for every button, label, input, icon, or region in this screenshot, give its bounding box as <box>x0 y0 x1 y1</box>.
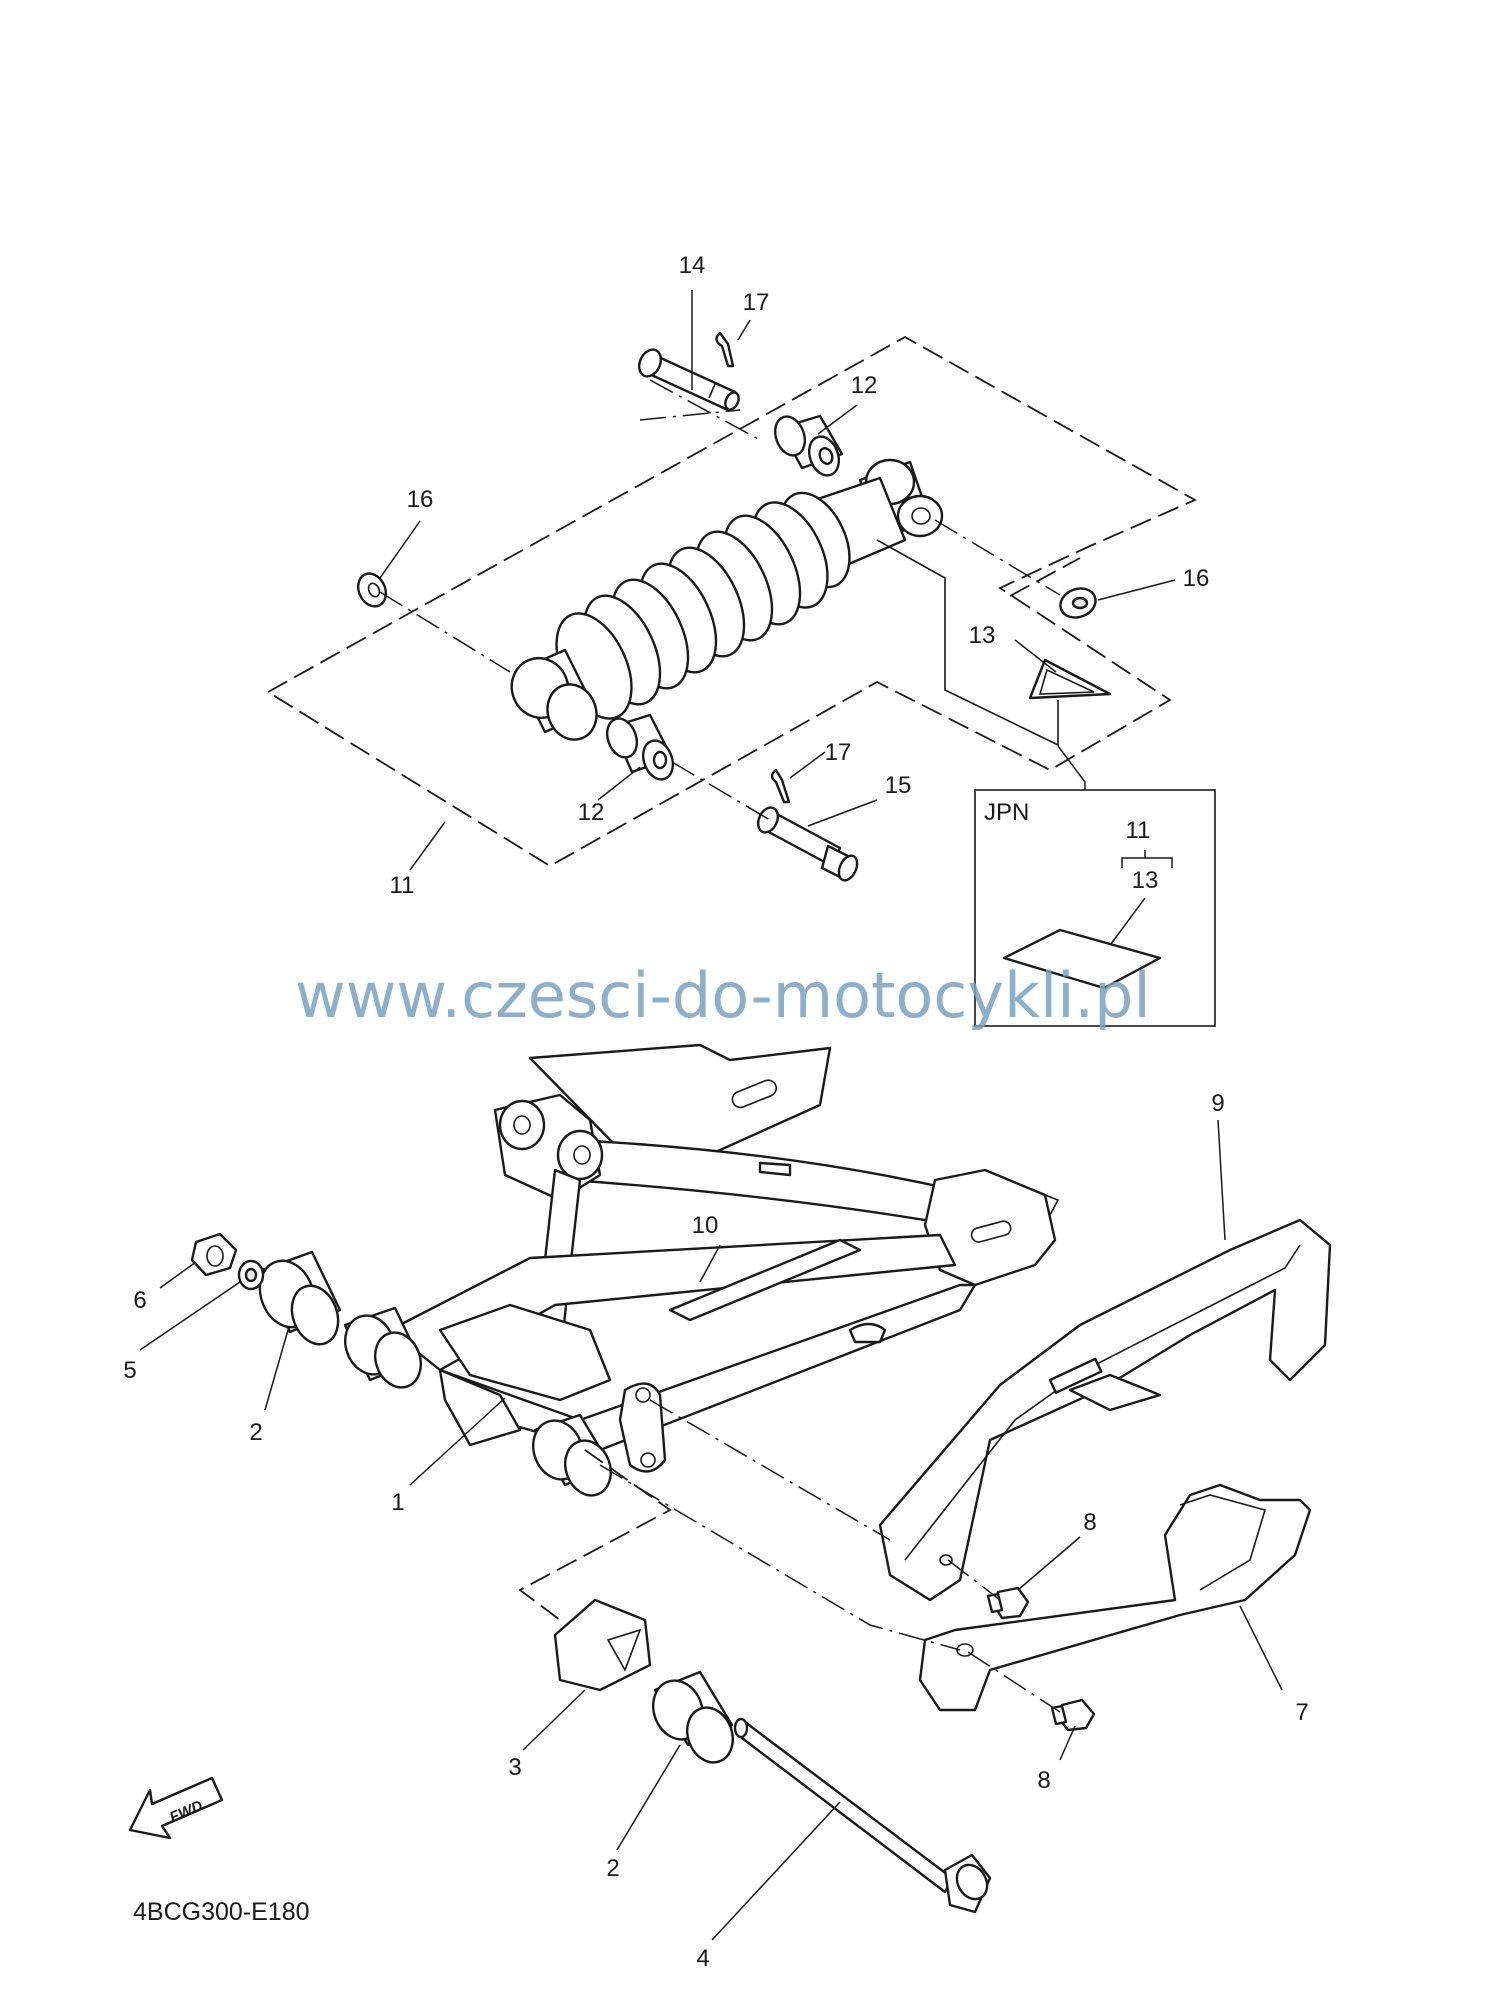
swingarm-cross-tube <box>568 1138 957 1227</box>
callout-16-left: 16 <box>407 486 434 513</box>
callout-1: 1 <box>391 1489 404 1516</box>
callout-12-lower: 12 <box>578 799 605 826</box>
cotter-pin-17-lower <box>770 768 791 804</box>
callout-16-right: 16 <box>1183 565 1210 592</box>
rubber-reference-line <box>518 1449 672 1621</box>
swingarm-assembly <box>388 1043 1060 1473</box>
rubber-damper-3 <box>553 1598 652 1692</box>
pin-14 <box>637 348 740 412</box>
callout-8-lower: 8 <box>1037 1767 1050 1794</box>
axis-line-bolt-upper <box>947 1559 1001 1601</box>
jpn-ref-13: 13 <box>1132 867 1159 894</box>
pin-15 <box>756 806 859 882</box>
callout-17-lower: 17 <box>825 739 852 766</box>
swingarm-rear-end <box>923 1168 1057 1287</box>
washer-5 <box>237 1259 265 1291</box>
arm-left-collar <box>343 1306 422 1389</box>
callout-12-upper: 12 <box>851 372 878 399</box>
forward-direction-arrow: FWD <box>128 1776 224 1840</box>
callout-10: 10 <box>692 1212 719 1239</box>
link-plate <box>618 1382 667 1473</box>
pivot-bushing-2-upper <box>258 1250 342 1346</box>
axis-line-upper-pin <box>639 379 1061 596</box>
arm-right-collar <box>532 1413 612 1497</box>
cotter-pin-17-upper <box>715 331 735 368</box>
warning-label-13 <box>1028 658 1112 700</box>
washer-16-left <box>357 572 387 608</box>
swingarm-lower-bracket <box>438 1368 522 1447</box>
pivot-shaft-4 <box>733 1717 992 1914</box>
shock-absorber-assembly <box>266 331 1198 882</box>
callout-2-lower: 2 <box>606 1855 619 1882</box>
sticker-10 <box>668 1238 862 1322</box>
assembly-outline-11 <box>266 335 1198 868</box>
callout-13: 13 <box>969 622 996 649</box>
bolt-8-lower <box>1050 1698 1096 1732</box>
bushing-12-upper <box>773 414 844 477</box>
swingarm-cross-plate <box>438 1303 612 1402</box>
callout-11: 11 <box>390 872 415 899</box>
callout-4: 4 <box>696 1945 709 1972</box>
shock-body <box>510 458 944 741</box>
jpn-inset: JPN 11 13 <box>974 745 1216 1027</box>
callout-8-upper: 8 <box>1083 1509 1096 1536</box>
bolt-8-upper <box>986 1586 1030 1620</box>
callout-leaders <box>139 290 1283 1941</box>
watermark-url: www.czesci-do-motocykli.pl <box>295 959 1151 1032</box>
chain-guard-7 <box>918 1483 1312 1712</box>
callout-15: 15 <box>885 772 912 799</box>
label-13-reference <box>876 539 1059 747</box>
spring-coils <box>555 491 851 720</box>
callout-3: 3 <box>508 1754 521 1781</box>
axis-line-lower-pin <box>379 591 771 821</box>
pivot-bushing-2-lower <box>652 1670 734 1764</box>
callout-9: 9 <box>1211 1090 1224 1117</box>
callout-14: 14 <box>679 252 706 279</box>
jpn-ref-11: 11 <box>1126 817 1151 844</box>
jpn-label-sheet <box>1002 928 1162 990</box>
callout-6: 6 <box>133 1287 146 1314</box>
diagram-code: 4BCG300-E180 <box>133 1898 310 1926</box>
callout-7: 7 <box>1295 1699 1308 1726</box>
callout-numbers: 14 17 12 16 16 13 12 17 15 11 9 10 6 5 2… <box>123 252 1308 1972</box>
chain-guard-9 <box>878 1218 1332 1602</box>
callout-5: 5 <box>123 1357 136 1384</box>
callout-17-upper: 17 <box>743 289 770 316</box>
nut-6 <box>190 1232 238 1277</box>
bushing-12-lower <box>605 713 675 781</box>
callout-2-upper: 2 <box>249 1419 262 1446</box>
axis-line-swingarm-pivot <box>599 1399 961 1651</box>
axis-line-bolt-lower <box>967 1651 1061 1713</box>
washer-16-right <box>1059 587 1097 619</box>
jpn-title: JPN <box>984 799 1029 826</box>
jpn-box-frame <box>974 789 1216 1027</box>
assembly-outline-inner <box>1009 557 1081 597</box>
